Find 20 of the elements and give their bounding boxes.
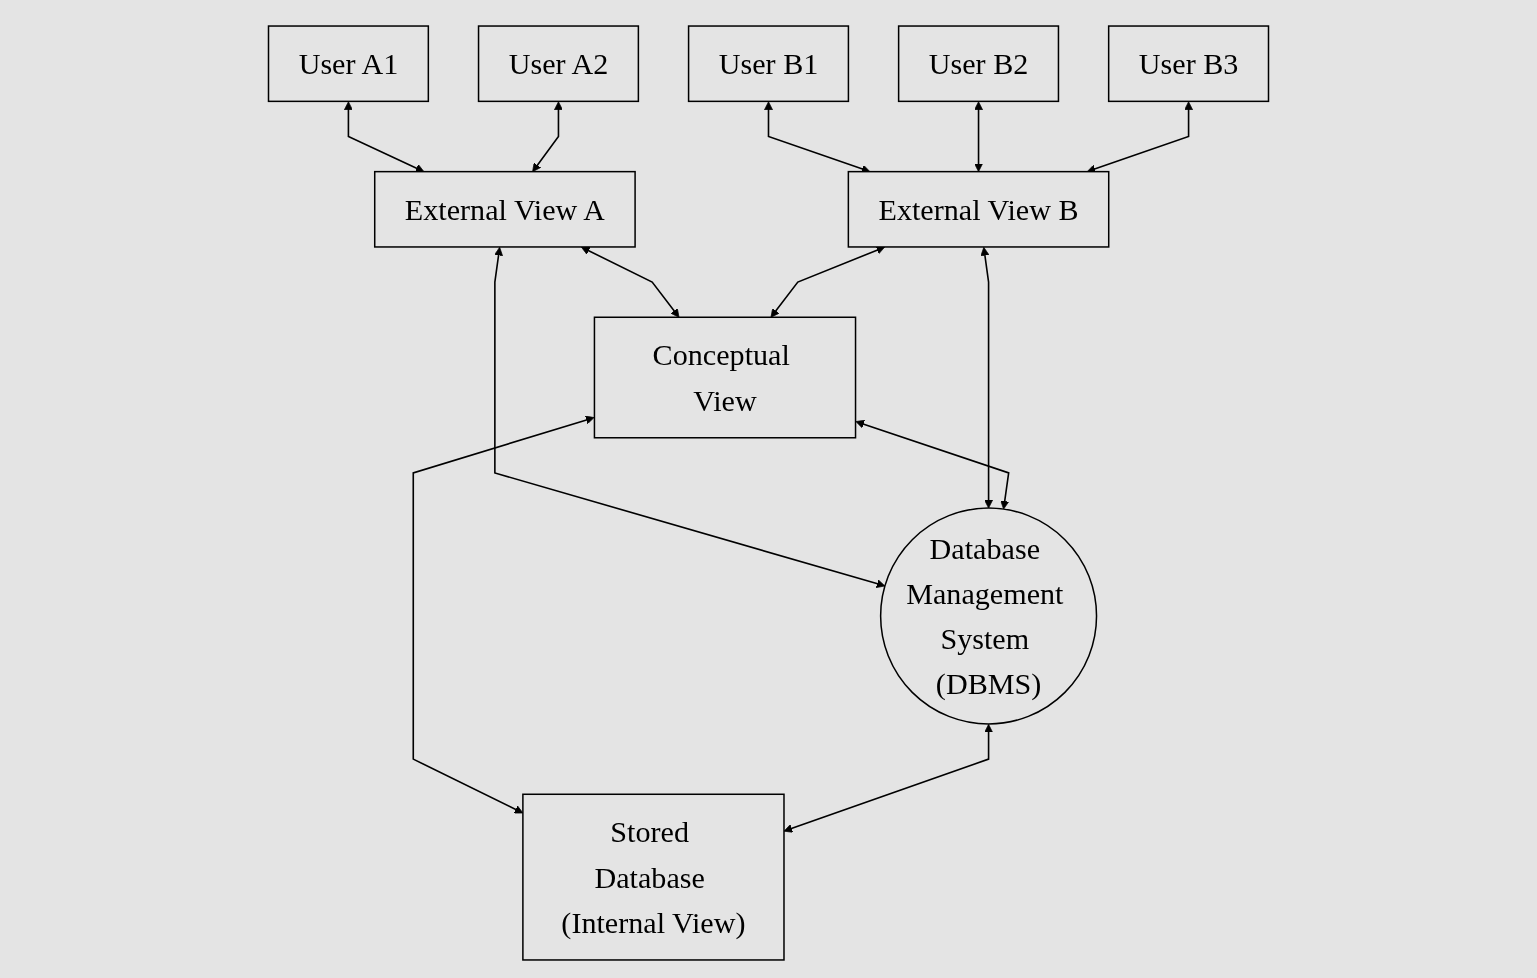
- arrow: [855, 419, 1010, 510]
- arrow: [412, 415, 595, 814]
- node-box: User B3: [1107, 25, 1270, 103]
- node-box: User B2: [897, 25, 1060, 103]
- arrow: [974, 101, 983, 173]
- arrow: [783, 723, 993, 833]
- arrow: [344, 101, 425, 173]
- arrow: [581, 246, 680, 318]
- node-box: External View A: [373, 170, 636, 248]
- node-box: Stored Database (Internal View): [522, 793, 785, 961]
- arrow: [980, 246, 993, 509]
- node-box: Conceptual View: [593, 316, 857, 439]
- node-box: User A2: [477, 25, 640, 103]
- node-box: External View B: [847, 170, 1110, 248]
- node-box: User B1: [687, 25, 850, 103]
- node-box: User A1: [267, 25, 430, 103]
- node-circle: Database Management System (DBMS): [879, 507, 1098, 725]
- arrow: [532, 101, 563, 173]
- arrow: [494, 246, 886, 588]
- arrow: [770, 246, 886, 318]
